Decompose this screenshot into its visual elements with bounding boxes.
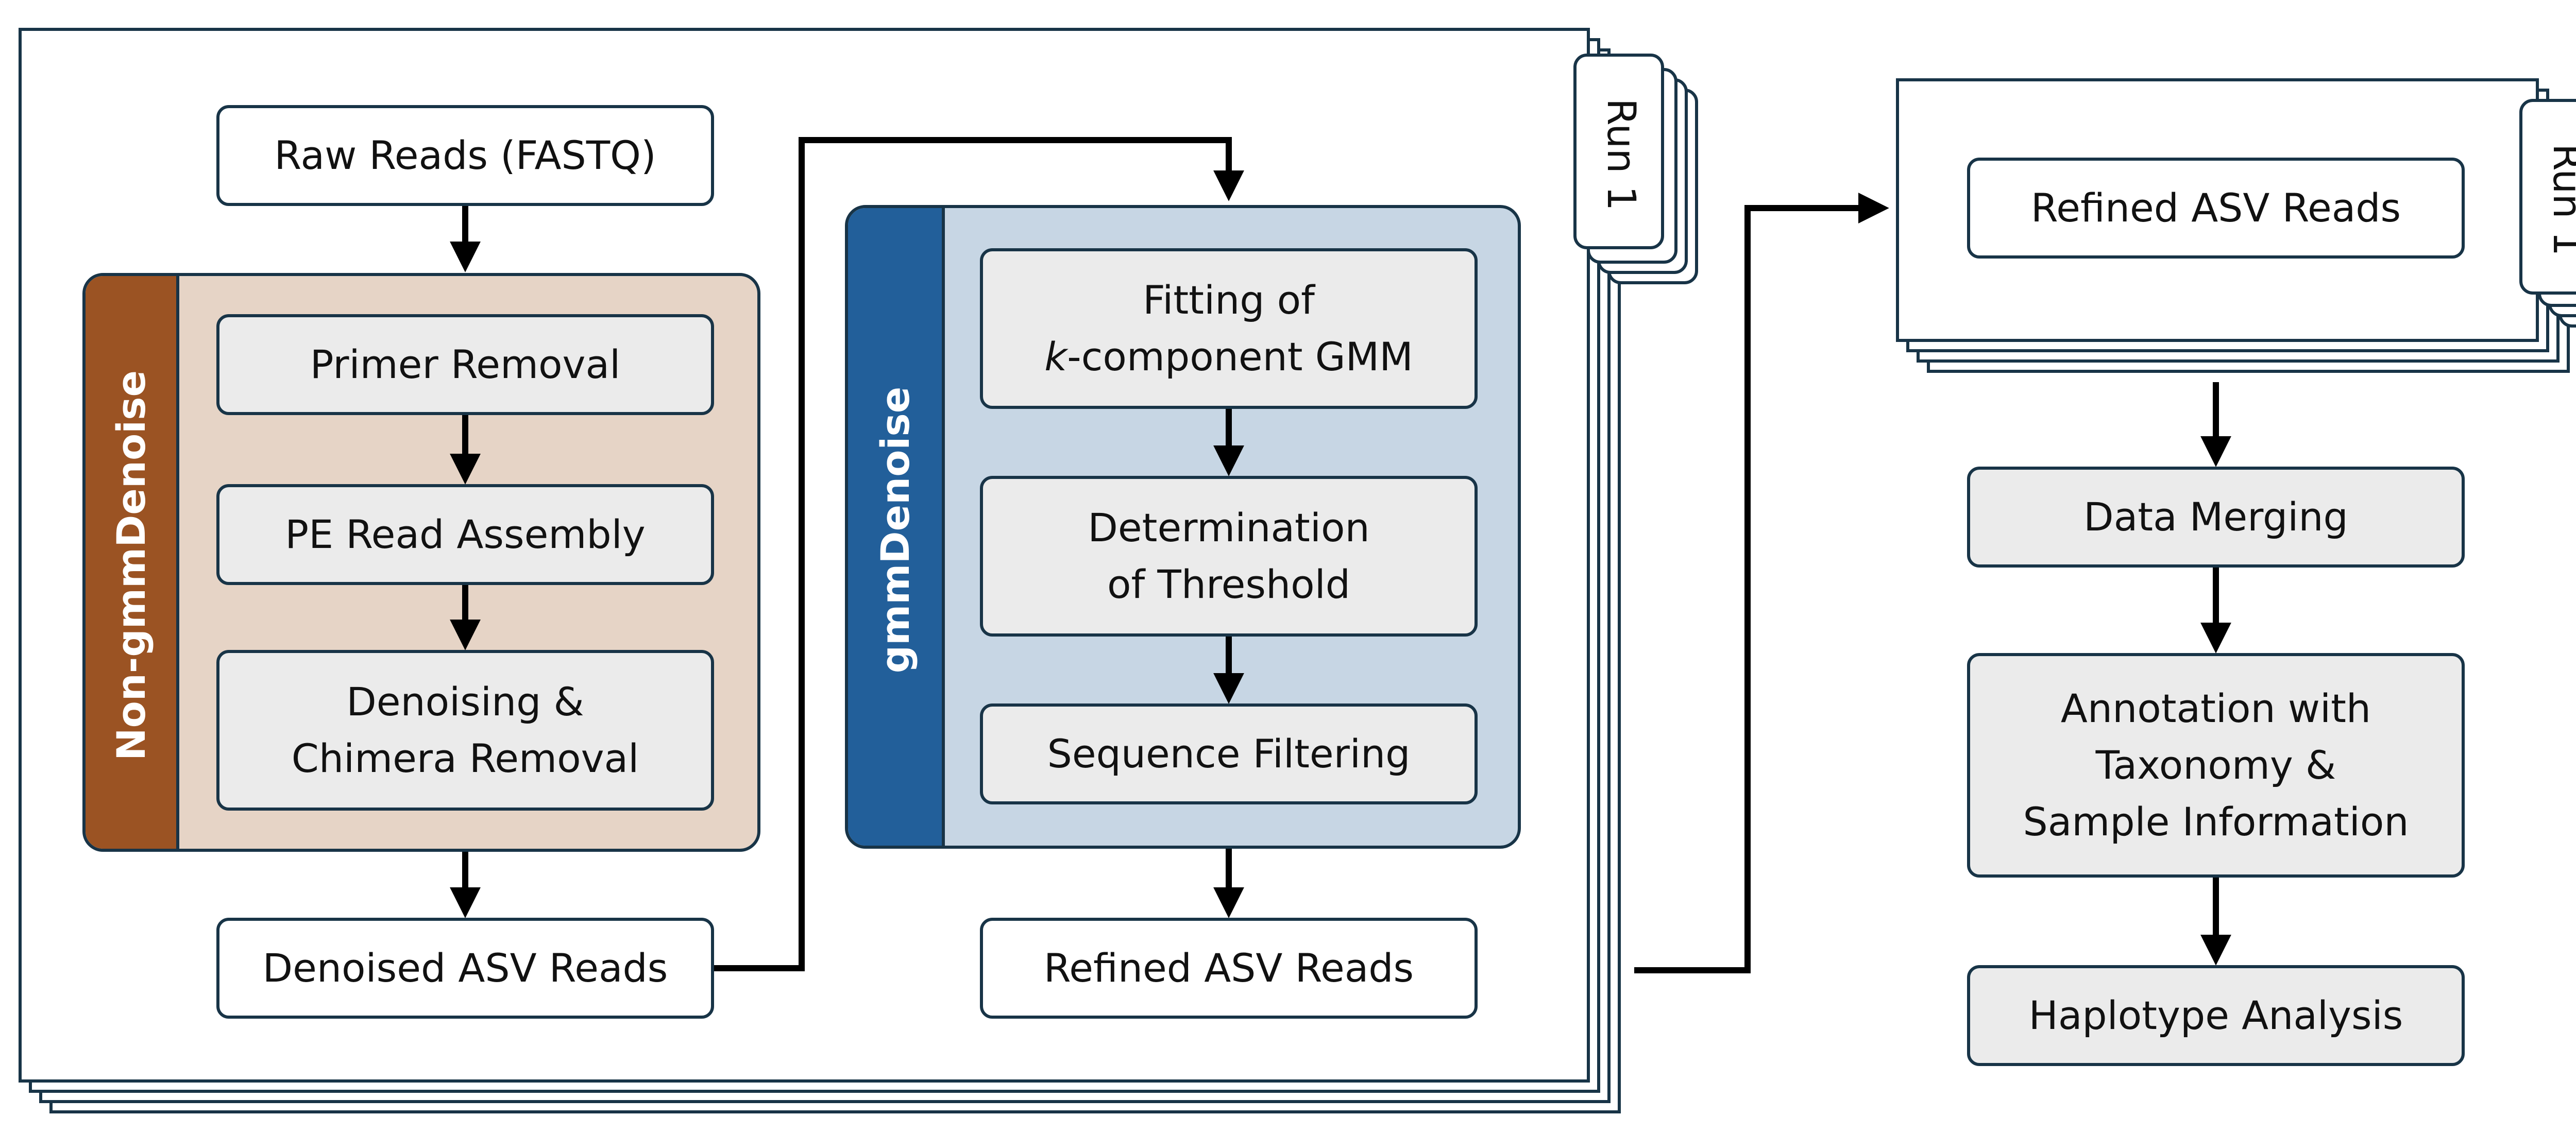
gmm-fitting-k: k: [1044, 334, 1067, 380]
denoised-asv-reads-box: Denoised ASV Reads: [216, 918, 714, 1019]
annotation-box: Annotation with Taxonomy & Sample Inform…: [1967, 653, 2465, 878]
gmm-fitting-text: Fitting of k-component GMM: [1044, 272, 1413, 385]
arrow-run-to-right-stack: [1634, 193, 1889, 973]
run-tab-front: Run 1: [1573, 54, 1664, 249]
pe-read-assembly-box: PE Read Assembly: [216, 484, 714, 585]
threshold-box: Determination of Threshold: [980, 476, 1478, 637]
gmm-denoise-bar: gmmDenoise: [848, 208, 945, 846]
sequence-filtering-box: Sequence Filtering: [980, 703, 1478, 804]
gmm-fitting-box: Fitting of k-component GMM: [980, 248, 1478, 409]
haplotype-analysis-box: Haplotype Analysis: [1967, 965, 2465, 1066]
gmm-fitting-rest: -component GMM: [1067, 334, 1413, 380]
right-run-tab-front: Run 1: [2519, 99, 2576, 295]
data-merging-box: Data Merging: [1967, 467, 2465, 568]
arrow-denoised-to-gmm: [714, 137, 1244, 971]
non-gmm-denoise-bar: Non-gmmDenoise: [86, 276, 179, 849]
primer-removal-box: Primer Removal: [216, 314, 714, 415]
gmm-fitting-line1: Fitting of: [1143, 277, 1315, 323]
denoising-chimera-box: Denoising & Chimera Removal: [216, 650, 714, 811]
refined-asv-reads-box: Refined ASV Reads: [980, 918, 1478, 1019]
raw-reads-box: Raw Reads (FASTQ): [216, 105, 714, 206]
right-refined-asv-reads-box: Refined ASV Reads: [1967, 158, 2465, 259]
